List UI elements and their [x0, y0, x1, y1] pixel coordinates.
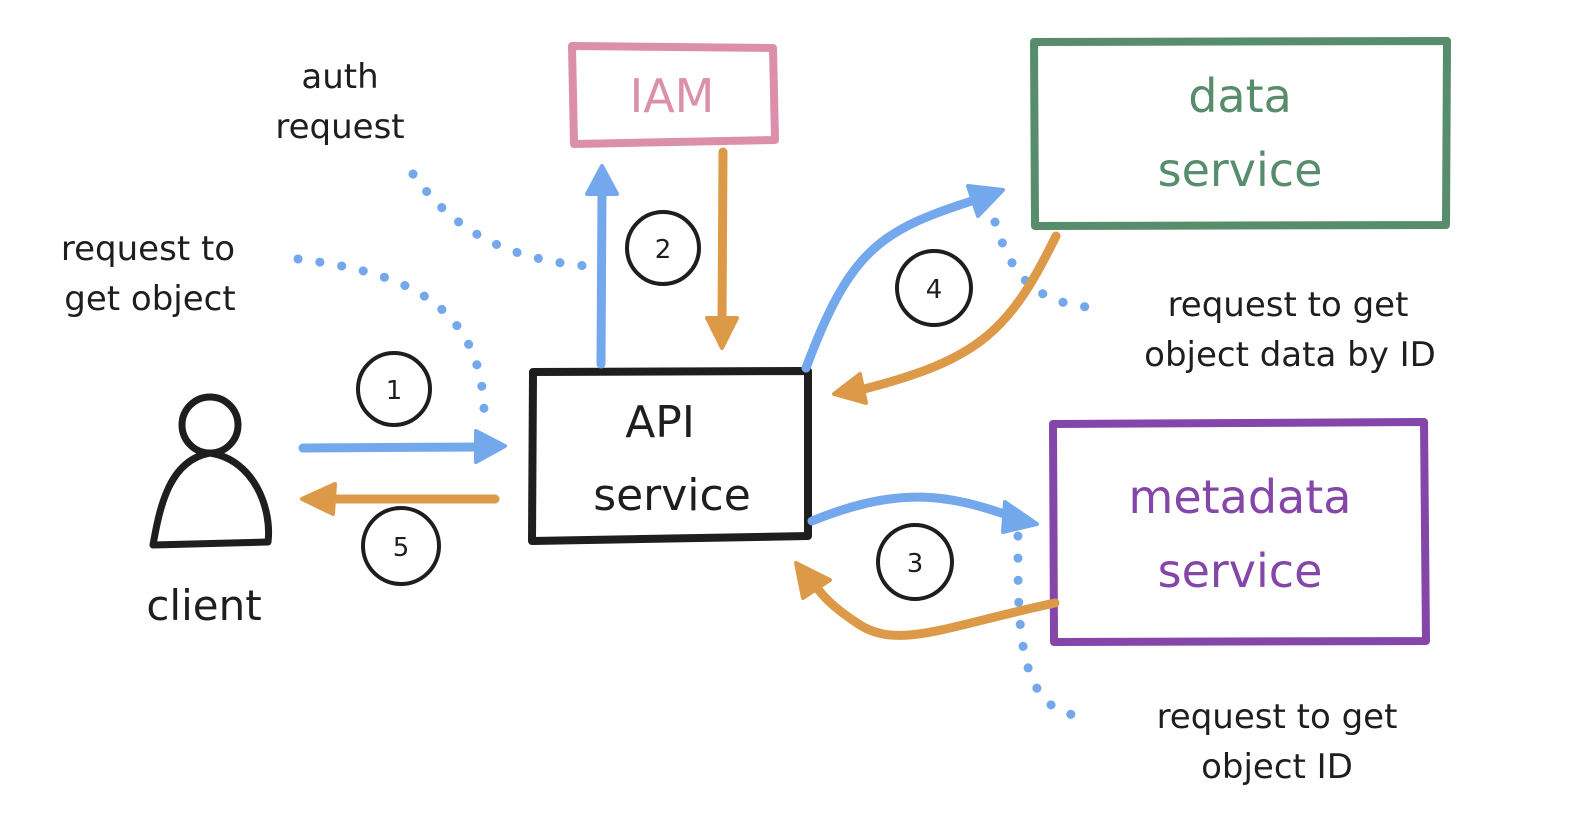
auth-request-annotation-line1: auth	[301, 57, 378, 97]
get-object-data-annotation-line1: request to get	[1168, 285, 1409, 325]
get-object-data-annotation-leader	[990, 217, 1105, 313]
data-service-box	[1030, 37, 1451, 230]
get-object-annotation-line2: get object	[64, 279, 235, 319]
metadata-service-node: metadata service	[1049, 418, 1430, 646]
data-service-node: data service	[1030, 37, 1451, 230]
metadata-service-box	[1049, 418, 1430, 646]
step-3-request-arrow	[807, 492, 1039, 534]
get-object-annotation: request to get object	[61, 229, 236, 319]
iam-label: IAM	[630, 69, 715, 123]
step-3-number: 3	[907, 549, 924, 579]
iam-box	[568, 42, 779, 148]
data-service-label-line1: data	[1188, 69, 1292, 123]
get-object-id-annotation-line2: object ID	[1201, 747, 1353, 787]
get-object-annotation-leader	[293, 254, 489, 415]
auth-request-annotation-leader	[408, 169, 605, 272]
auth-request-annotation: auth request	[275, 57, 404, 147]
get-object-data-annotation-line2: object data by ID	[1144, 335, 1436, 375]
iam-node: IAM	[568, 42, 779, 148]
api-service-label-line2: service	[593, 470, 751, 521]
step-1-badge: 1	[356, 351, 432, 427]
api-service-label-line1: API	[625, 397, 695, 448]
api-service-node: API service	[528, 367, 812, 545]
auth-request-annotation-line2: request	[275, 107, 404, 147]
step-1-number: 1	[386, 376, 403, 406]
get-object-id-annotation: request to get object ID	[1157, 697, 1398, 787]
step-2-response-arrow	[705, 147, 739, 350]
step-2-badge: 2	[625, 210, 701, 286]
get-object-annotation-line1: request to	[61, 229, 235, 269]
get-object-data-annotation: request to get object data by ID	[1144, 285, 1436, 375]
person-icon	[149, 393, 273, 549]
step-2-request-arrow	[585, 164, 619, 369]
get-object-id-annotation-line1: request to get	[1157, 697, 1398, 737]
step-3-badge: 3	[876, 523, 954, 601]
client-label: client	[146, 581, 261, 630]
step-5-badge: 5	[361, 506, 441, 586]
step-2-number: 2	[655, 235, 672, 265]
step-1-request-arrow	[298, 429, 507, 464]
step-4-number: 4	[926, 275, 943, 305]
step-3-response-arrow	[794, 561, 1060, 640]
step-4-badge: 4	[895, 249, 973, 327]
step-5-response-arrow	[300, 482, 500, 516]
step-4-request-arrow	[801, 184, 1005, 373]
data-service-label-line2: service	[1158, 143, 1323, 197]
client-node: client	[146, 393, 273, 630]
step-4-response-arrow	[832, 231, 1061, 405]
step-5-number: 5	[393, 533, 410, 563]
metadata-service-label-line1: metadata	[1129, 470, 1352, 524]
api-service-box	[528, 367, 812, 545]
metadata-service-label-line2: service	[1158, 544, 1323, 598]
